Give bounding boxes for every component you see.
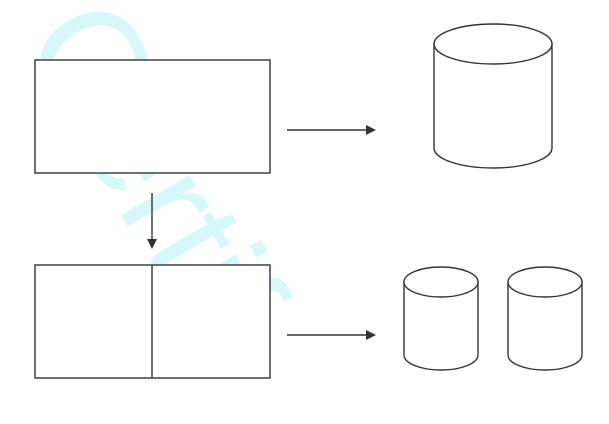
arrow-top-to-split (147, 193, 157, 249)
single-table-box (34, 59, 271, 174)
database-b-cylinder (507, 266, 583, 371)
arrow-split-to-databases (287, 330, 376, 340)
database-a-cylinder (403, 266, 479, 371)
single-database-cylinder (433, 23, 553, 169)
split-table-box (34, 264, 271, 379)
arrow-top-to-database (287, 125, 376, 135)
